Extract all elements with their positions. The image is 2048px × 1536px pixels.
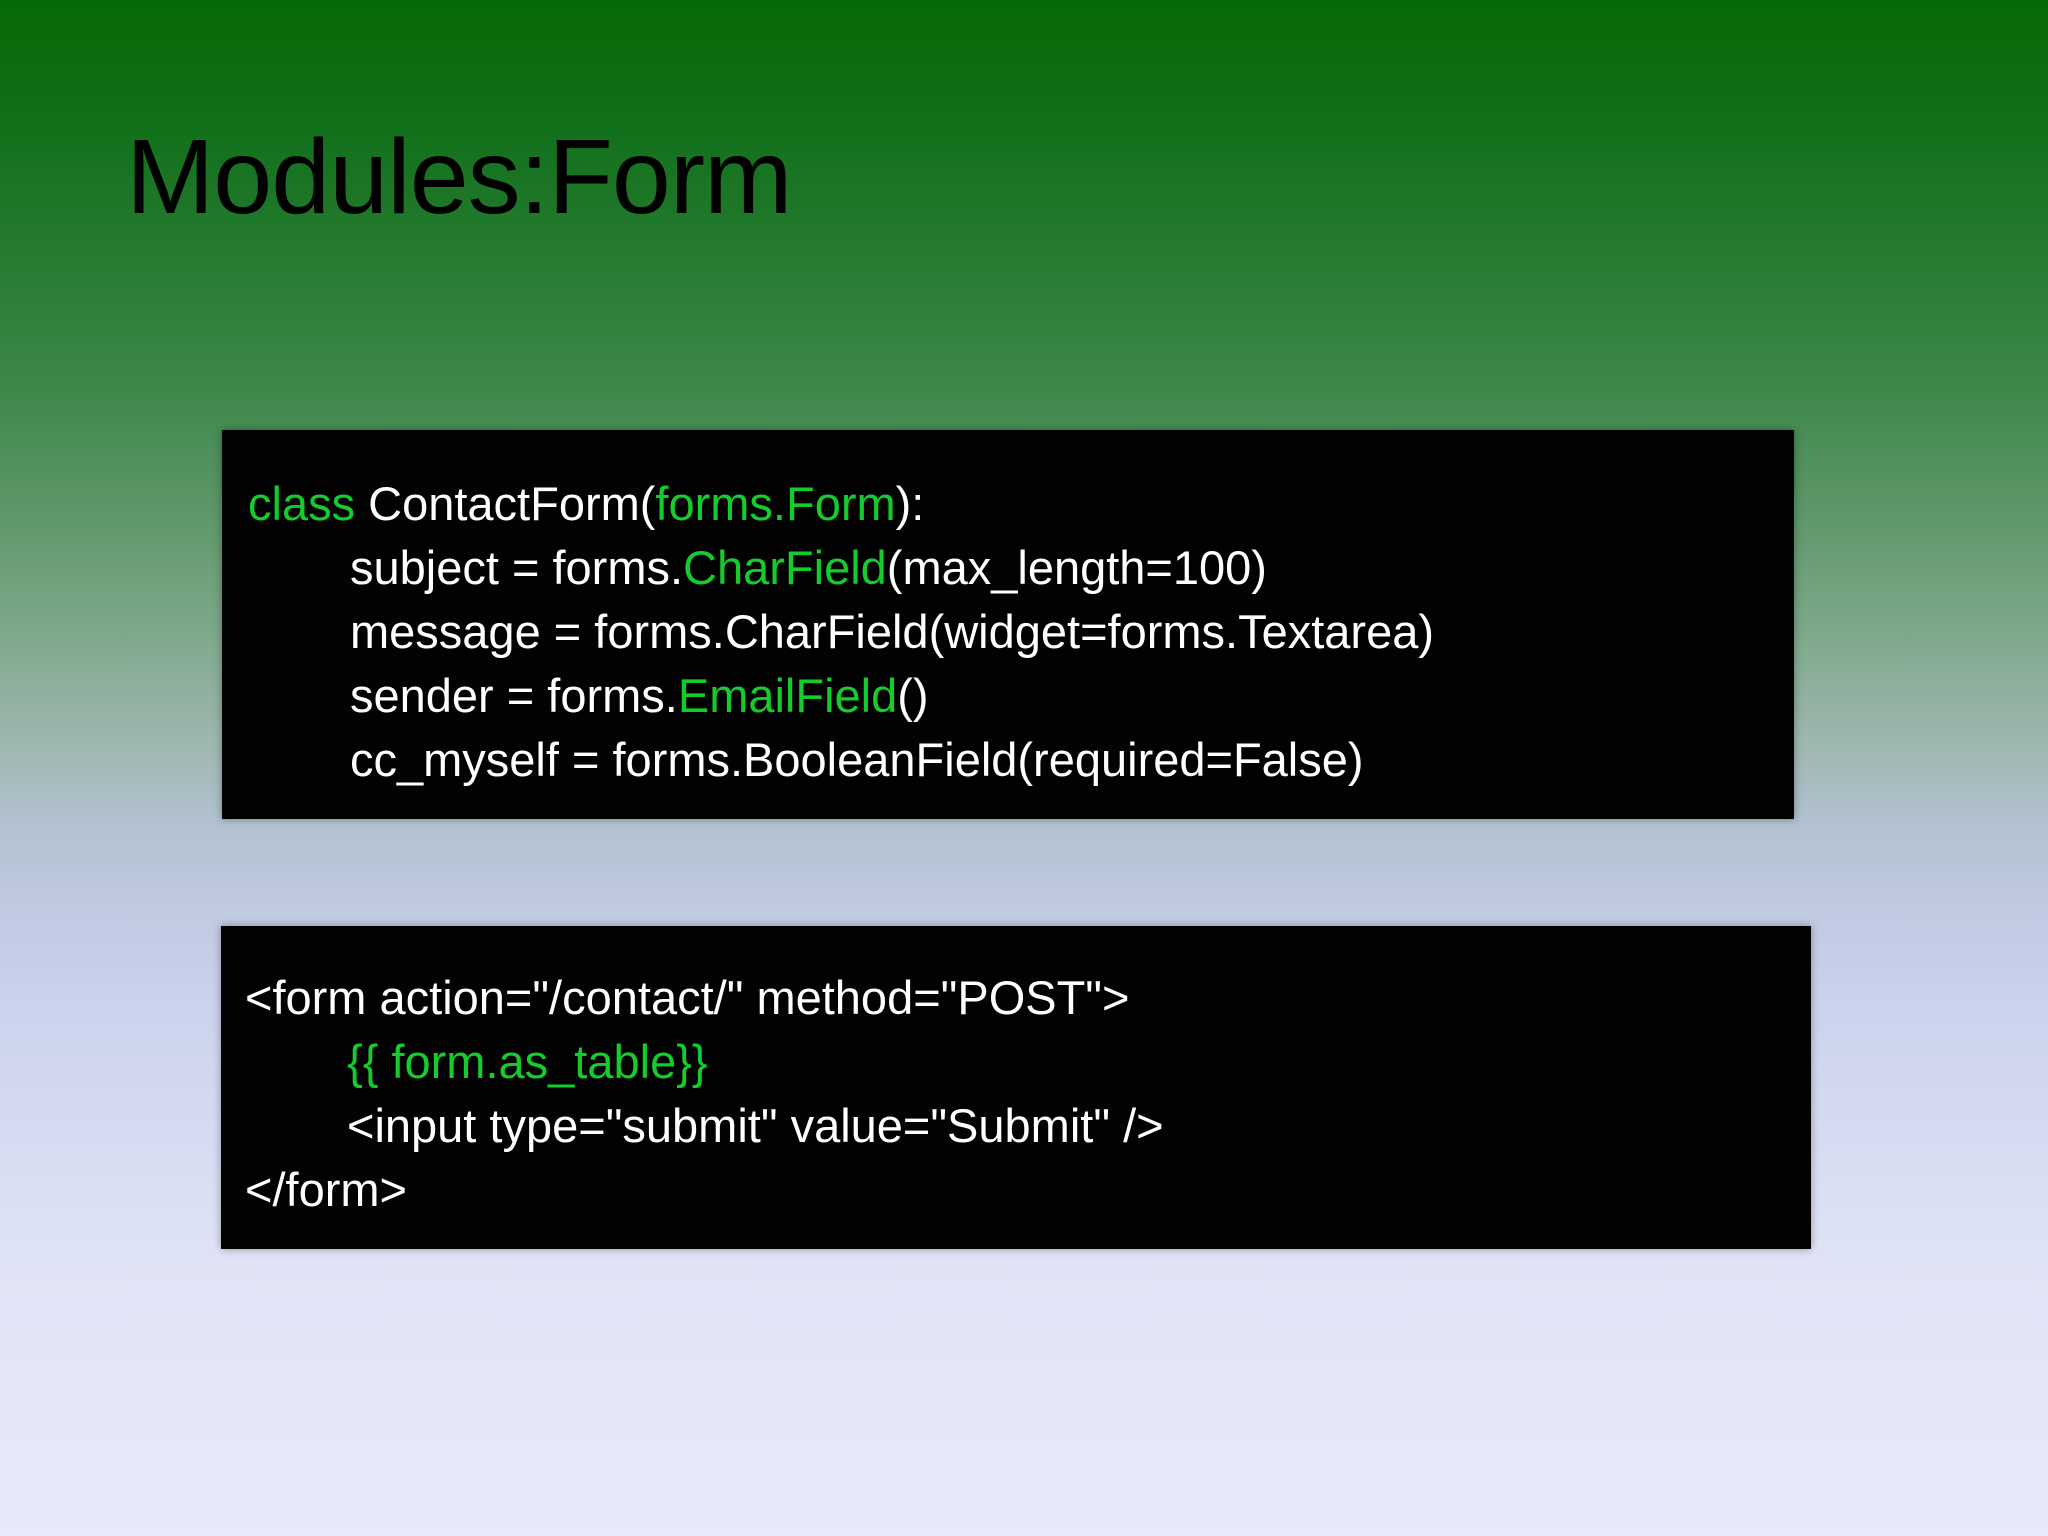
code-block-contact-form-class: class ContactForm(forms.Form):subject = … — [222, 430, 1794, 819]
code-text-segment: sender = forms. — [350, 669, 678, 722]
code-keyword-segment: class — [248, 477, 369, 530]
code-text-segment: (max_length=100) — [886, 541, 1267, 594]
code-text-segment: () — [897, 669, 929, 722]
code-line: class ContactForm(forms.Form): — [248, 472, 1766, 536]
code-block-template-form: <form action="/contact/" method="POST"> {… — [221, 926, 1811, 1249]
code-keyword-segment: forms.Form — [655, 477, 896, 530]
code-keyword-segment: CharField — [683, 541, 887, 594]
code-text-segment: subject = forms. — [350, 541, 684, 594]
code-line: subject = forms.CharField(max_length=100… — [248, 536, 1766, 600]
code-line: message = forms.CharField(widget=forms.T… — [248, 600, 1766, 664]
code-text-segment: message = forms.CharField(widget=forms.T… — [350, 605, 1435, 658]
code-line: <form action="/contact/" method="POST"> — [245, 966, 1783, 1030]
code-text-segment: ContactForm( — [368, 477, 656, 530]
code-keyword-segment: EmailField — [677, 669, 898, 722]
code-line: sender = forms.EmailField() — [248, 664, 1766, 728]
code-line: </form> — [245, 1158, 1783, 1222]
page-title: Modules:Form — [126, 118, 792, 236]
code-line: cc_myself = forms.BooleanField(required=… — [248, 728, 1766, 792]
code-text-segment: </form> — [245, 1163, 407, 1216]
code-keyword-segment: {{ form.as_table}} — [347, 1035, 708, 1088]
code-text-segment: cc_myself = forms.BooleanField(required=… — [350, 733, 1364, 786]
code-text-segment: <form action="/contact/" method="POST"> — [245, 971, 1130, 1024]
code-line: <input type="submit" value="Submit" /> — [245, 1094, 1783, 1158]
code-line: {{ form.as_table}} — [245, 1030, 1783, 1094]
code-text-segment: <input type="submit" value="Submit" /> — [347, 1099, 1164, 1152]
code-text-segment: ): — [895, 477, 925, 530]
